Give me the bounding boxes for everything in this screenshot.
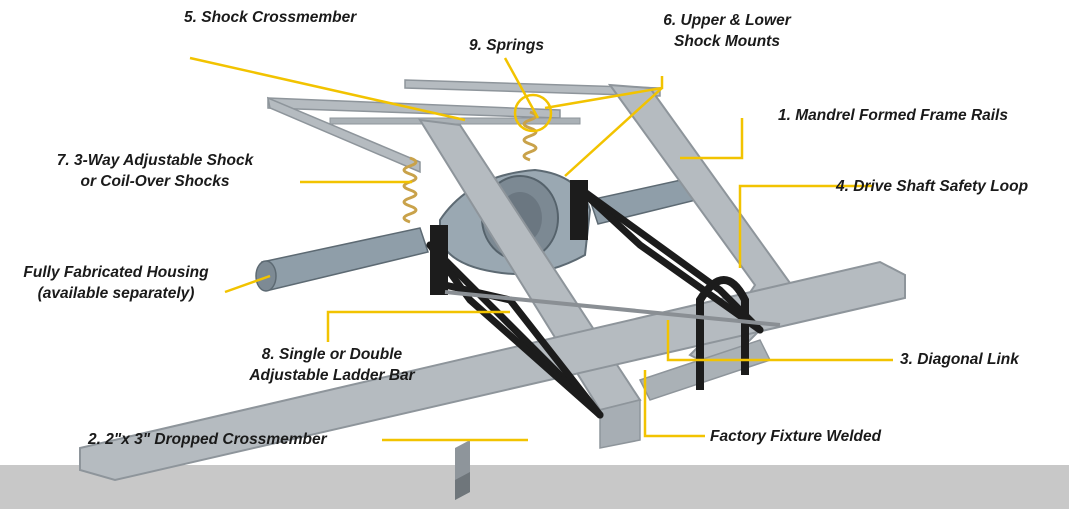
label-shock-mounts-line2: Shock Mounts xyxy=(674,33,780,50)
label-ladder-bar-line2: Adjustable Ladder Bar xyxy=(249,367,415,384)
ladder-bar-bracket-left xyxy=(430,225,448,295)
label-shock-mounts: 6. Upper & Lower Shock Mounts xyxy=(622,10,832,52)
ladder-bar-bracket-right xyxy=(570,180,588,240)
floor-shadow-band xyxy=(0,465,1069,509)
label-housing-line1: Fully Fabricated Housing xyxy=(23,264,209,281)
label-frame-rails: 1. Mandrel Formed Frame Rails xyxy=(778,107,1008,124)
label-shock-crossmember: 5. Shock Crossmember xyxy=(184,9,357,26)
coil-springs xyxy=(402,110,538,224)
label-adjustable-shock-line2: or Coil-Over Shocks xyxy=(80,173,230,190)
label-dropped-crossmember: 2. 2"x 3" Dropped Crossmember xyxy=(88,431,327,448)
leader-lines xyxy=(189,56,893,442)
label-housing-line2: (available separately) xyxy=(37,285,195,302)
label-ladder-bar: 8. Single or Double Adjustable Ladder Ba… xyxy=(222,344,442,386)
label-springs: 9. Springs xyxy=(469,37,544,54)
label-housing: Fully Fabricated Housing (available sepa… xyxy=(0,262,232,304)
diagonal-link-rod xyxy=(444,290,781,327)
label-safety-loop: 4. Drive Shaft Safety Loop xyxy=(836,178,1029,195)
label-fixture-welded: Factory Fixture Welded xyxy=(710,428,882,445)
label-ladder-bar-line1: 8. Single or Double xyxy=(261,346,403,363)
label-shock-mounts-line1: 6. Upper & Lower xyxy=(663,12,791,29)
label-adjustable-shock-line1: 7. 3-Way Adjustable Shock xyxy=(56,152,254,169)
drive-shaft-safety-loop xyxy=(696,276,749,390)
label-adjustable-shock: 7. 3-Way Adjustable Shock or Coil-Over S… xyxy=(20,150,290,192)
label-diagonal-link: 3. Diagonal Link xyxy=(900,351,1019,368)
